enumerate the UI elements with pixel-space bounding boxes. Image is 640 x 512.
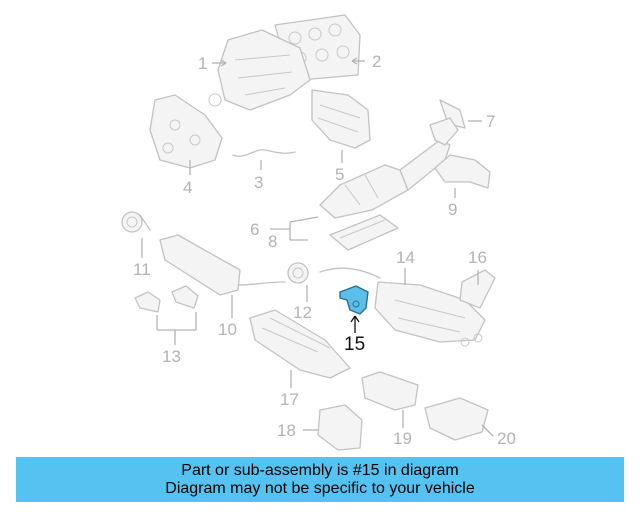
- part-16-bracket: [459, 269, 496, 309]
- callout-17: 17: [280, 390, 299, 409]
- leader-lines: [141, 57, 494, 437]
- part-17-heat-shield: [249, 309, 351, 379]
- part-5-converter-shield: [311, 89, 371, 149]
- part-8-gasket: [329, 214, 399, 251]
- callout-13: 13: [162, 347, 181, 366]
- banner-line-1: Part or sub-assembly is #15 in diagram: [181, 462, 459, 479]
- part-10-center-pipe: [159, 234, 286, 296]
- part-1-exhaust-manifold: [208, 29, 311, 111]
- callout-4: 4: [183, 178, 192, 197]
- part-15-hanger-bracket: [339, 285, 369, 315]
- part-3-pipe: [232, 149, 296, 157]
- callout-6: 6: [250, 220, 259, 239]
- callout-7: 7: [486, 112, 495, 131]
- part-12-clamp: [287, 262, 309, 284]
- part-14-muffler: [319, 267, 486, 347]
- part-18-heat-shield: [317, 404, 363, 451]
- callout-12: 12: [293, 303, 312, 322]
- part-9-bracket: [434, 154, 491, 189]
- callout-3: 3: [254, 173, 263, 192]
- part-4-heat-shield: [149, 94, 223, 169]
- callout-labels: 1 2 3 4 5 6 7 8 9 10 11 12 13 14 15 16 1…: [133, 52, 516, 448]
- callout-20: 20: [497, 429, 516, 448]
- part-13-hangers: [134, 285, 199, 313]
- callout-15: 15: [344, 334, 365, 355]
- callout-5: 5: [335, 165, 344, 184]
- callout-14: 14: [396, 248, 415, 267]
- part-11-clamp: [121, 211, 151, 233]
- callout-2: 2: [372, 52, 381, 71]
- part-19-heat-shield: [361, 371, 419, 411]
- exhaust-parts-diagram: 1 2 3 4 5 6 7 8 9 10 11 12 13 14 15 16 1…: [121, 14, 516, 451]
- banner-line-2: Diagram may not be specific to your vehi…: [165, 480, 475, 497]
- callout-18: 18: [277, 421, 296, 440]
- callout-11: 11: [133, 260, 151, 279]
- info-banner: Part or sub-assembly is #15 in diagram D…: [16, 457, 624, 502]
- callout-16: 16: [468, 248, 487, 267]
- callout-9: 9: [448, 200, 457, 219]
- part-6-catalytic-converter: [319, 117, 459, 219]
- part-7-gasket: [439, 99, 466, 129]
- callout-1: 1: [198, 54, 207, 73]
- callout-19: 19: [393, 429, 412, 448]
- callout-10: 10: [218, 320, 237, 339]
- part-20-heat-shield: [424, 397, 489, 441]
- callout-8: 8: [268, 232, 277, 251]
